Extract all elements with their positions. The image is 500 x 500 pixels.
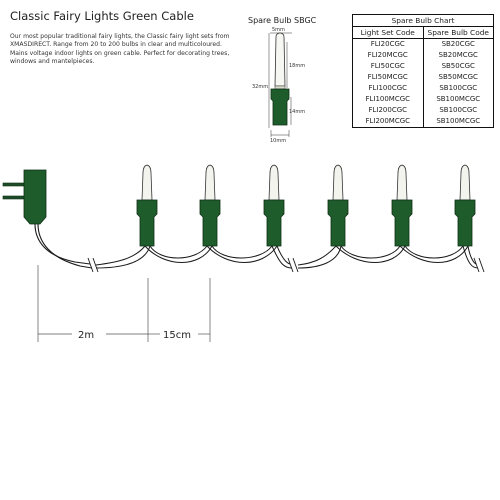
chart-row: FLI200CGC SB100CGC bbox=[352, 105, 494, 116]
bulb-icon bbox=[199, 164, 221, 247]
cable-break-icon bbox=[473, 257, 485, 273]
spare-bulb-code: SB50MCGC bbox=[438, 73, 478, 81]
dim-top-label: 5mm bbox=[272, 27, 285, 33]
light-set-code: FLI100MCGC bbox=[352, 94, 424, 105]
bulb-icon bbox=[327, 164, 349, 247]
light-set-code: FLI50CGC bbox=[352, 61, 424, 72]
chart-row: FLI100MCGC SB100MCGC bbox=[352, 94, 494, 105]
spare-bulb-code: SB100MCGC bbox=[436, 95, 481, 103]
chart-row: FLI20MCGC SB20MCGC bbox=[352, 50, 494, 61]
spare-bulb-code: SB50CGC bbox=[441, 62, 475, 70]
bulb-spacing-label: 15cm bbox=[163, 330, 191, 341]
chart-row: FLI50CGC SB50CGC bbox=[352, 61, 494, 72]
bulb-icon bbox=[263, 164, 285, 247]
spare-bulb-title: Spare Bulb SBGC bbox=[248, 16, 317, 25]
product-description: Our most popular traditional fairy light… bbox=[10, 33, 230, 65]
lead-length-label: 2m bbox=[78, 330, 94, 341]
bulb-icon bbox=[454, 164, 476, 247]
dim-overall-label: 32mm bbox=[252, 84, 268, 90]
cable-break-icon bbox=[287, 257, 299, 273]
chart-title: Spare Bulb Chart bbox=[352, 14, 494, 27]
chart-header-spare-bulb: Spare Bulb Code bbox=[423, 26, 494, 39]
spare-bulb-code: SB100MCGC bbox=[436, 117, 481, 125]
bulb-icon bbox=[136, 164, 158, 247]
cable-break-icon bbox=[87, 257, 99, 273]
light-set-code: FLI200MCGC bbox=[352, 116, 424, 128]
light-set-code: FLI20CGC bbox=[352, 38, 424, 50]
dim-base-label: 14mm bbox=[289, 109, 305, 115]
light-set-code: FLI50MCGC bbox=[352, 72, 424, 83]
bulb-icon bbox=[391, 164, 413, 247]
chart-row: FLI100CGC SB100CGC bbox=[352, 83, 494, 94]
dim-bulb-label: 18mm bbox=[289, 63, 305, 69]
spare-bulb-chart: Spare Bulb Chart Light Set Code Spare Bu… bbox=[352, 14, 494, 128]
plug-adapter-icon bbox=[2, 169, 47, 225]
light-set-code: FLI100CGC bbox=[352, 83, 424, 94]
chart-row: FLI20CGC SB20CGC bbox=[352, 38, 494, 50]
spare-bulb-icon bbox=[270, 32, 290, 126]
dim-bottom-label: 10mm bbox=[270, 138, 286, 144]
spare-bulb-code: SB20CGC bbox=[441, 40, 475, 48]
light-set-code: FLI200CGC bbox=[352, 105, 424, 116]
spare-bulb-code: SB20MCGC bbox=[438, 51, 478, 59]
page-title: Classic Fairy Lights Green Cable bbox=[10, 9, 194, 23]
spare-bulb-code: SB100CGC bbox=[439, 106, 478, 114]
chart-row: FLI50MCGC SB50MCGC bbox=[352, 72, 494, 83]
light-set-code: FLI20MCGC bbox=[352, 50, 424, 61]
chart-body: FLI20CGC SB20CGC FLI20MCGC SB20MCGC FLI50CGC… bbox=[352, 38, 494, 128]
spare-bulb-code: SB100CGC bbox=[439, 84, 478, 92]
chart-header-light-set: Light Set Code bbox=[352, 26, 424, 39]
chart-row: FLI200MCGC SB100MCGC bbox=[352, 116, 494, 128]
light-string-diagram: 2m 15cm bbox=[2, 164, 485, 342]
